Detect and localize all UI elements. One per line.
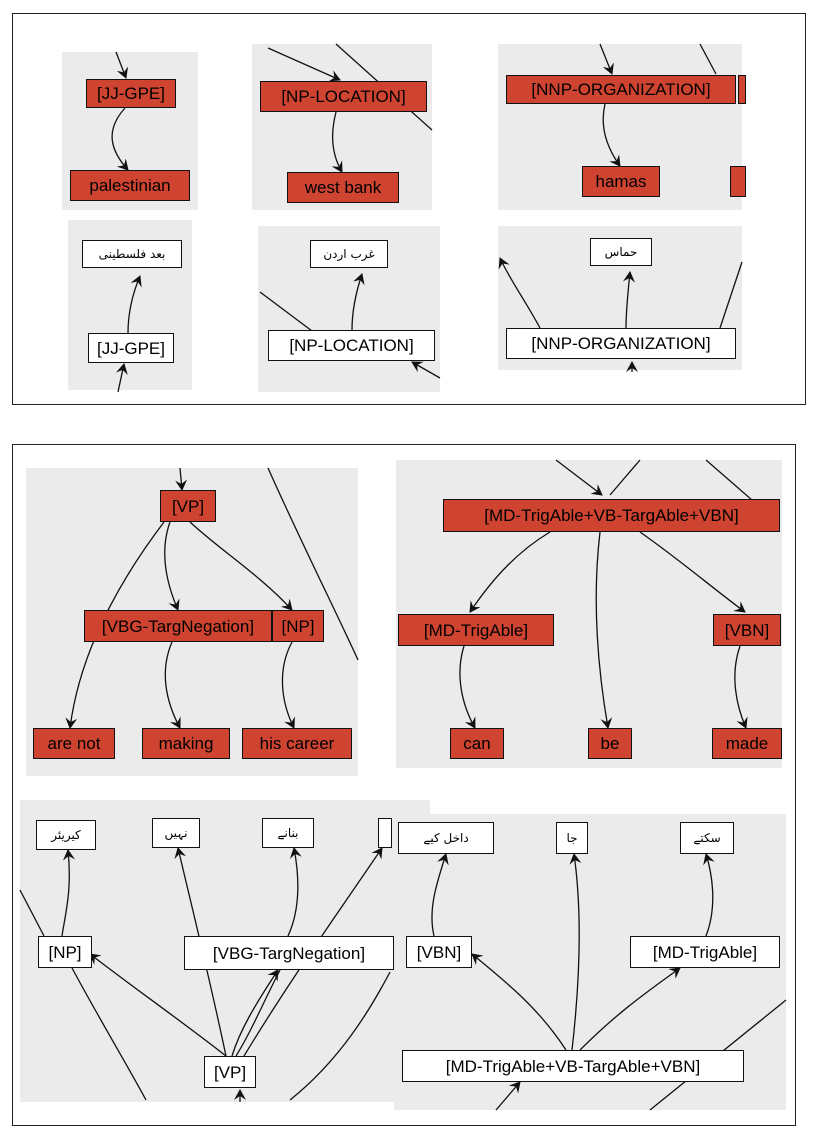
node-palestinian: palestinian: [70, 170, 190, 201]
node-are-not: are not: [33, 728, 115, 759]
node-can: can: [450, 728, 504, 759]
node-nnp-organization: [NNP-ORGANIZATION]: [506, 75, 736, 104]
node-urdu-hamas: حماس: [590, 238, 652, 266]
node-urdu-banane: بنانے: [262, 818, 314, 848]
node-urdu-palestinian: بعد فلسطینی: [82, 240, 182, 268]
node-urdu-clipped: [378, 818, 392, 848]
node-np: [NP]: [272, 610, 324, 642]
node-urdu-row-md-trigable: [MD-TrigAble]: [630, 936, 780, 968]
node-np-location: [NP-LOCATION]: [260, 81, 427, 112]
node-urdu-dakhil-kiye: داخل کیے: [398, 822, 494, 854]
node-urdu-west-bank: غرب اردن: [310, 240, 388, 268]
node-top-right-clipped: [730, 166, 746, 197]
node-urdu-sakte: سکتے: [680, 822, 734, 854]
node-his-career: his career: [242, 728, 352, 759]
node-urdu-row-vbg-targnegation: [VBG-TargNegation]: [184, 936, 394, 970]
node-hamas: hamas: [582, 166, 660, 197]
node-urdu-row-np: [NP]: [38, 936, 92, 968]
node-vp: [VP]: [160, 490, 216, 522]
node-be: be: [588, 728, 632, 759]
node-md-trigable-vb-targable-vbn: [MD-TrigAble+VB-TargAble+VBN]: [443, 499, 780, 532]
node-urdu-row-vp: [VP]: [204, 1056, 256, 1088]
node-urdu-row-jj-gpe: [JJ-GPE]: [88, 333, 174, 363]
node-urdu-row-np-location: [NP-LOCATION]: [268, 330, 435, 361]
node-urdu-row-md-trigable-vb-targable-vbn: [MD-TrigAble+VB-TargAble+VBN]: [402, 1050, 744, 1082]
node-urdu-career: کیریئر: [36, 820, 96, 850]
node-nnp-organization-clipped: [738, 75, 746, 104]
node-vbg-targnegation: [VBG-TargNegation]: [84, 610, 272, 642]
node-urdu-row-nnp-organization: [NNP-ORGANIZATION]: [506, 328, 736, 359]
node-made: made: [712, 728, 782, 759]
node-urdu-ja: جا: [556, 822, 588, 854]
node-jj-gpe: [JJ-GPE]: [86, 79, 176, 108]
node-making: making: [142, 728, 230, 759]
node-urdu-nahin: نہیں: [152, 818, 200, 848]
node-urdu-row-vbn: [VBN]: [406, 936, 472, 968]
node-west-bank: west bank: [287, 172, 399, 203]
node-md-trigable: [MD-TrigAble]: [398, 614, 554, 646]
node-vbn: [VBN]: [713, 614, 781, 646]
